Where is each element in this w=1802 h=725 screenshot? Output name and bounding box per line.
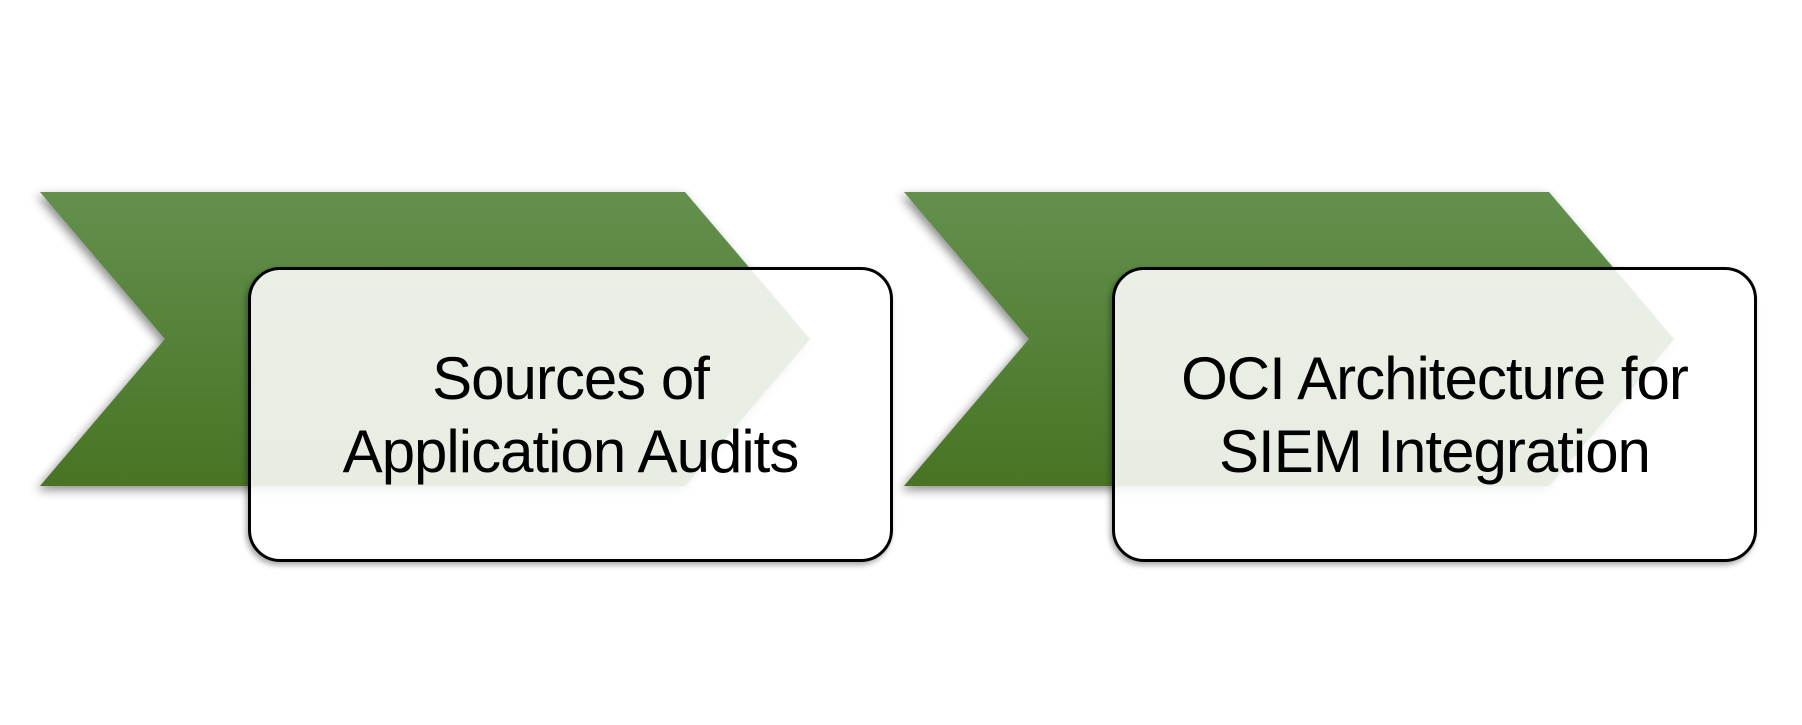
label-card: OCI Architecture for SIEM Integration (1112, 267, 1757, 562)
label-line: OCI Architecture for (1181, 344, 1689, 412)
label-text: OCI Architecture for SIEM Integration (1181, 342, 1689, 488)
label-line: Sources of (432, 344, 710, 412)
label-card: Sources of Application Audits (248, 267, 893, 562)
process-item-sources-of-application-audits: Sources of Application Audits (40, 192, 910, 622)
label-line: SIEM Integration (1219, 417, 1651, 485)
process-item-oci-architecture-for-siem-integration: OCI Architecture for SIEM Integration (904, 192, 1774, 622)
label-line: Application Audits (342, 417, 800, 485)
label-text: Sources of Application Audits (342, 342, 800, 488)
